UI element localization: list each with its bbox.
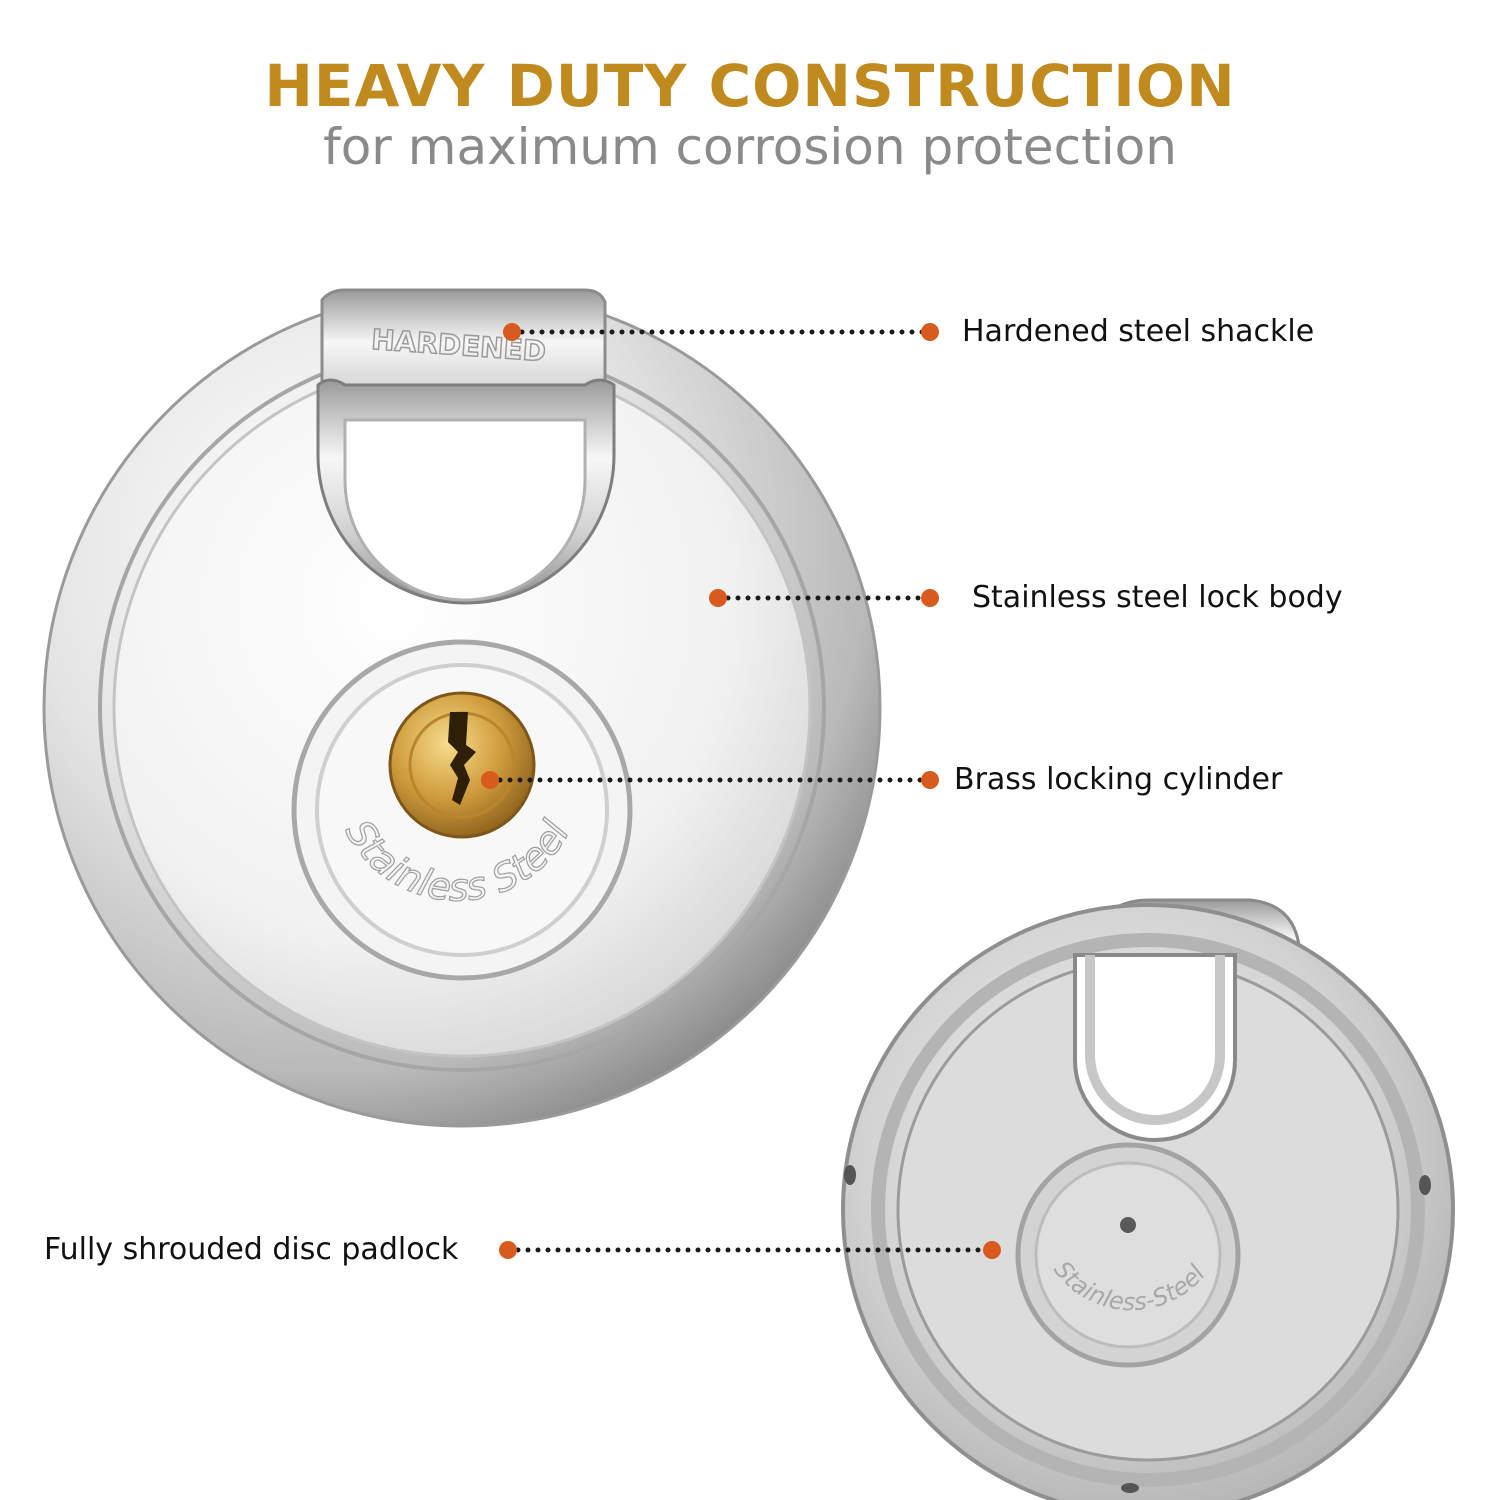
callout-shroud: Fully shrouded disc padlock bbox=[44, 1232, 459, 1267]
rear-hole-bottom bbox=[1121, 1483, 1139, 1493]
rear-shackle-cutout bbox=[1073, 953, 1237, 1142]
front-padlock: HARDENED Stainless Steel bbox=[42, 288, 882, 1128]
rear-padlock: Stainless-Steel bbox=[841, 898, 1455, 1500]
callout-body: Stainless steel lock body bbox=[972, 580, 1343, 615]
marker-dot bbox=[921, 589, 939, 607]
callout-shackle: Hardened steel shackle bbox=[962, 314, 1315, 349]
rear-rivet bbox=[1120, 1217, 1136, 1233]
marker-dot bbox=[983, 1241, 1001, 1259]
page-subtitle: for maximum corrosion protection bbox=[323, 118, 1177, 176]
rear-hole-right bbox=[1419, 1175, 1431, 1195]
keyway bbox=[448, 712, 476, 805]
marker-dot bbox=[921, 323, 939, 341]
rear-hole-left bbox=[844, 1165, 856, 1185]
marker-dot bbox=[499, 1241, 517, 1259]
marker-dot bbox=[921, 771, 939, 789]
marker-dot bbox=[481, 771, 499, 789]
marker-dot bbox=[503, 323, 521, 341]
callout-leaders bbox=[481, 323, 1001, 1259]
callout-cylinder: Brass locking cylinder bbox=[954, 762, 1283, 797]
marker-dot bbox=[709, 589, 727, 607]
page-title: HEAVY DUTY CONSTRUCTION bbox=[264, 52, 1236, 120]
